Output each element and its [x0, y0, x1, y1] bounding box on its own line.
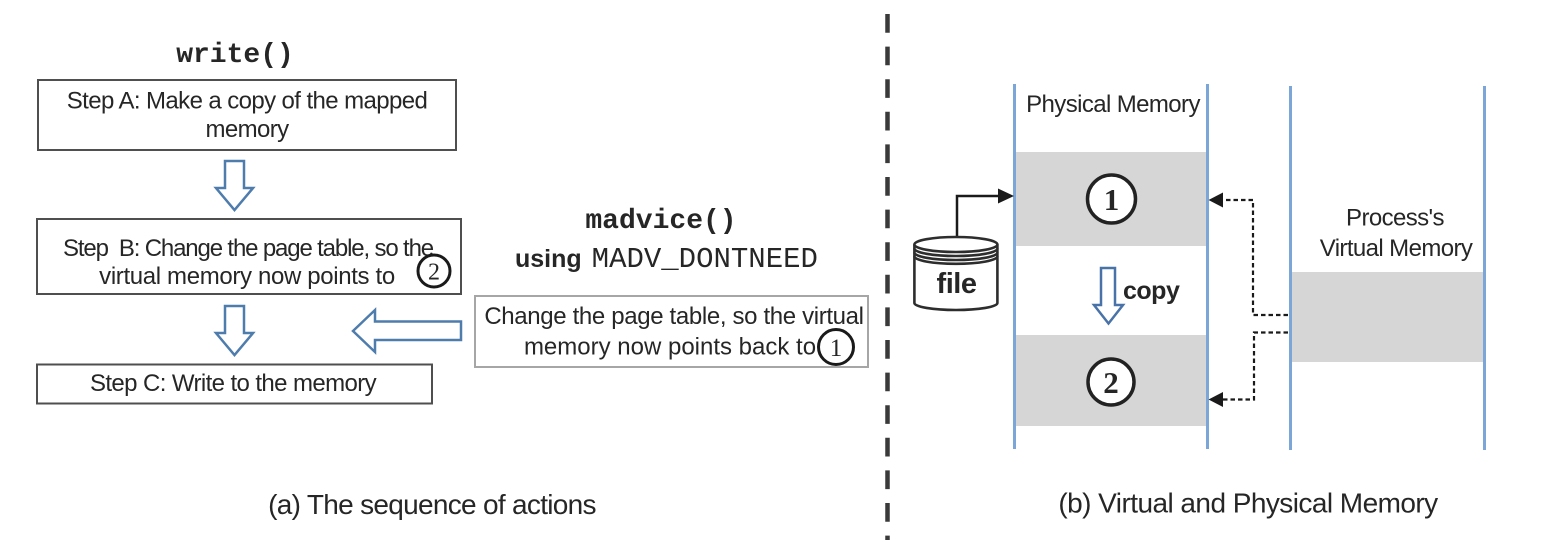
svg-text:Step A: Make a copy of the map: Step A: Make a copy of the mapped	[67, 88, 427, 115]
svg-text:madvice(): madvice()	[585, 206, 736, 237]
svg-text:(a) The sequence of actions: (a) The sequence of actions	[268, 489, 596, 520]
svg-text:2: 2	[1103, 365, 1119, 400]
svg-text:Virtual Memory: Virtual Memory	[1320, 235, 1473, 262]
svg-text:1: 1	[830, 335, 843, 362]
svg-text:memory now points back to: memory now points back to	[524, 334, 816, 361]
svg-text:Physical Memory: Physical Memory	[1026, 91, 1200, 118]
svg-text:virtual memory now points to: virtual memory now points to	[99, 263, 395, 290]
svg-text:1: 1	[1104, 182, 1120, 217]
svg-text:copy: copy	[1123, 277, 1180, 305]
svg-text:file: file	[937, 268, 977, 300]
svg-text:Change the page table, so the: Change the page table, so the virtual	[484, 303, 863, 330]
svg-text:Step B: Change the page table: Step B: Change the page table, so the	[63, 235, 434, 262]
svg-text:2: 2	[428, 260, 440, 286]
svg-text:Step C: Write to the memory: Step C: Write to the memory	[90, 370, 377, 397]
svg-text:Process's: Process's	[1346, 205, 1444, 232]
svg-text:memory: memory	[205, 116, 289, 143]
svg-text:write(): write()	[176, 40, 294, 71]
svg-text:(b) Virtual and Physical Memor: (b) Virtual and Physical Memory	[1058, 488, 1438, 519]
